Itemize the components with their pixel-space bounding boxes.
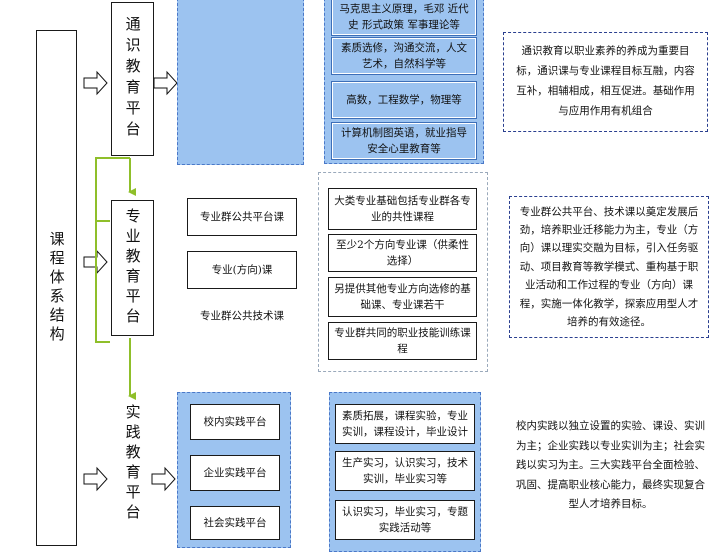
general-platform-box: 通识教育平台 — [111, 2, 154, 156]
hollow-arrow-general-modules — [153, 70, 178, 96]
major-course-item: 大类专业基础包括专业群各专业的共性课程 — [328, 188, 477, 230]
hollow-arrow-root-practice — [83, 466, 108, 492]
practice-module-campus: 校内实践平台 — [190, 404, 280, 440]
major-course-item: 至少2个方向专业课（供柔性选择） — [328, 234, 477, 272]
root-course-system-box: 课程体系结构 — [36, 30, 77, 546]
general-module-panel — [177, 0, 304, 165]
hollow-arrow-practice-modules — [151, 466, 176, 492]
major-course-item: 另提供其他专业方向选修的基础课、专业课若干 — [328, 277, 477, 317]
practice-course-item: 生产实习，认识实习，技术实训，毕业实习等 — [335, 451, 475, 491]
practice-module-society: 社会实践平台 — [190, 506, 280, 540]
major-course-item: 专业群共同的职业技能训练课程 — [328, 322, 477, 360]
practice-course-item: 素质拓展，课程实验，专业实训，课程设计，毕业设计 — [335, 404, 475, 444]
hollow-arrow-root-general — [83, 70, 108, 96]
general-course-item: 计算机制图英语，就业指导安全心里教育等 — [331, 122, 477, 160]
major-platform-box: 专业教育平台 — [111, 200, 154, 336]
practice-course-item: 认识实习，毕业实习，专题实践活动等 — [335, 500, 475, 540]
practice-platform-label: 实践教育平台 — [123, 404, 142, 524]
general-course-item: 素质选修，沟通交流，人文艺术，自然科学等 — [331, 37, 477, 75]
practice-note: 校内实践以独立设置的实验、课设、实训为主；企业实践以专业实训为主；社会实践以实习… — [516, 420, 705, 511]
general-platform-label: 通识教育平台 — [123, 16, 142, 142]
general-course-item: 马克思主义原理，毛邓 近代史 形式政策 军事理论等 — [331, 0, 477, 36]
practice-platform-label-block: 实践教育平台 — [111, 404, 154, 524]
major-module-public-tech: 专业群公共技术课 — [200, 309, 284, 322]
root-label: 课程体系结构 — [47, 231, 66, 345]
general-course-item: 高数，工程数学，物理等 — [331, 81, 477, 119]
major-courses-panel — [318, 172, 488, 372]
major-platform-label: 专业教育平台 — [123, 208, 142, 328]
practice-module-enterprise: 企业实践平台 — [190, 455, 280, 491]
green-flow-side-bracket — [95, 157, 130, 343]
major-module-direction: 专业(方向)课 — [187, 251, 297, 289]
major-note: 专业群公共平台、技术课以奠定发展后劲，培养职业迁移能力为主，专业（方向）课以理实… — [509, 196, 709, 338]
major-module-public-platform: 专业群公共平台课 — [187, 198, 297, 236]
general-note: 通识教育以职业素养的养成为重要目标，通识课与专业课程目标互融，内容互补，相辅相成… — [503, 32, 708, 132]
